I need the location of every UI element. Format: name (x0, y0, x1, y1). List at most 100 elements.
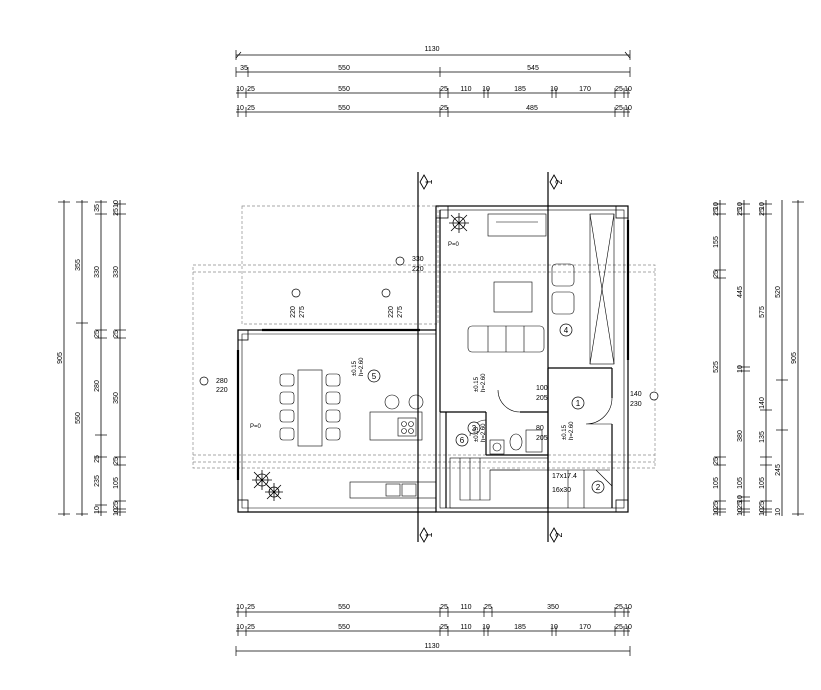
dim-bottom-r2: 10 (550, 624, 558, 631)
dim-top-r3: 550 (338, 105, 350, 112)
dim-bottom-r2: 10 (236, 624, 244, 631)
kitchen-island (369, 411, 423, 441)
stair-spec: 16x30 (552, 487, 571, 494)
dim-bottom-r1: 25 (484, 604, 492, 611)
room-number-labels: 1 2 3 4 5 6 (372, 326, 601, 492)
dim-left-c1: 355 (75, 259, 82, 271)
dim-right-c3: 140 (759, 397, 766, 409)
dim-right-c2: 105 (737, 477, 744, 489)
dim-left-c2: 25 (94, 330, 101, 338)
dim-top-r1: 35 (240, 65, 248, 72)
dim-top-r2: 170 (579, 86, 591, 93)
opening-dim: 275 (299, 306, 306, 318)
bottom-dimension-labels: 10 25 550 25 110 25 350 25 10 10 25 550 … (236, 604, 632, 650)
opening-dim: 220 (290, 306, 297, 318)
dim-left-c2: 280 (94, 380, 101, 392)
staircase (449, 457, 613, 509)
dim-bottom-r2: 110 (460, 624, 471, 631)
dim-left-c3: 25 (113, 208, 120, 216)
room-4-label: 4 (564, 326, 569, 335)
dim-bottom-r1: 10 (236, 604, 244, 611)
opening-dim: 100 (536, 385, 548, 392)
dim-bottom-r2: 185 (514, 624, 526, 631)
dim-right-c4: 245 (775, 464, 782, 476)
level-tag: h=2.60 (481, 373, 487, 392)
dim-right-c1: 155 (713, 236, 720, 248)
dim-top-r2: 185 (514, 86, 526, 93)
dim-bottom-r1: 110 (460, 604, 471, 611)
windows-and-doors (236, 213, 630, 480)
left-dimension-labels: 905 355 550 35 330 25 280 235 25 10 10 2… (57, 200, 120, 516)
dim-top-r2: 25 (440, 86, 448, 93)
opening-dim: 280 (216, 378, 228, 385)
dim-left-c3: 25 (113, 501, 120, 509)
dim-left-c1: 550 (75, 412, 82, 424)
dim-right-c4: 520 (775, 286, 782, 298)
opening-dim: 205 (536, 435, 548, 442)
furniture (279, 213, 575, 499)
dim-right-c2: 25 (737, 501, 744, 509)
dim-right-c3: 10 (759, 202, 766, 210)
opening-dimension-labels: 330 220 275 220 275 220 280 220 100 205 … (216, 256, 642, 494)
dim-right-c1: 25 (713, 501, 720, 509)
dim-top-r2: 10 (550, 86, 558, 93)
armchair (551, 263, 575, 287)
right-dimension-chain (714, 200, 804, 516)
left-dimension-chain (58, 200, 126, 516)
room-6-label: 6 (460, 436, 465, 445)
opening-dim: 205 (536, 395, 548, 402)
opening-dim: 220 (388, 306, 395, 318)
level-tag: ±0.15 (562, 424, 568, 440)
dim-right-c1: 25 (713, 457, 720, 465)
dashed-outlines (192, 205, 656, 469)
level-tag: h=2.60 (481, 423, 487, 442)
plant-icon (252, 470, 272, 490)
dim-right-c3: 575 (759, 306, 766, 318)
dim-top-r3: 25 (615, 105, 623, 112)
dim-left-c3: 25 (113, 457, 120, 465)
dim-top-r2: 550 (338, 86, 350, 93)
dim-left-c3: 25 (113, 330, 120, 338)
dim-right-c2: 10 (737, 508, 744, 516)
dim-left-c3: 105 (113, 477, 120, 489)
room-5-label: 5 (372, 372, 377, 381)
opening-dim: 220 (412, 266, 424, 273)
dim-bottom-r1: 25 (615, 604, 623, 611)
dim-bottom-r2: 170 (579, 624, 591, 631)
tv-unit (487, 213, 547, 237)
dim-left-c3: 10 (113, 508, 120, 516)
dim-bottom-r2: 550 (338, 624, 350, 631)
room-number-markers (367, 323, 605, 494)
dim-left-c2: 25 (94, 455, 101, 463)
dim-right-c3: 10 (759, 508, 766, 516)
plant-icons (252, 213, 469, 501)
dining-table (297, 369, 323, 447)
level-tag: h=2.60 (359, 357, 365, 376)
dim-top-r3: 25 (247, 105, 255, 112)
dim-right-c3: 135 (759, 431, 766, 443)
dim-right-c2: 25 (737, 208, 744, 216)
level-tag: ±0.15 (352, 360, 358, 376)
stair-spec: 17x17.4 (552, 473, 577, 480)
dim-right-c1: 525 (713, 361, 720, 373)
dim-bottom-overall: 1130 (424, 643, 439, 650)
axis-1-bottom: 1 (424, 532, 434, 537)
dim-right-c1: 105 (713, 477, 720, 489)
right-dimension-labels: 10 25 155 25 525 25 105 25 10 10 25 445 … (713, 202, 798, 516)
level-marks: P=0 P=0 ±0.15 h=2.60 ±0.15 h=2.60 ±0.15 … (250, 242, 575, 442)
level-tag: ±0.15 (474, 426, 480, 442)
dim-top-r3: 25 (440, 105, 448, 112)
bottom-dimension-chain (235, 607, 631, 656)
top-dimension-labels: 1130 35 550 545 10 25 550 25 110 10 185 … (236, 46, 632, 112)
dim-right-c1: 25 (713, 270, 720, 278)
opening-dim: 220 (216, 387, 228, 394)
dim-top-r2: 10 (236, 86, 244, 93)
coffee-table (493, 281, 533, 313)
axis-2-bottom: 2 (554, 532, 564, 537)
room-2-label: 2 (596, 483, 601, 492)
dim-right-c2: 10 (737, 495, 744, 503)
dim-top-r2: 10 (624, 86, 632, 93)
level-tag: h=2.60 (569, 421, 575, 440)
dim-bottom-r2: 25 (247, 624, 255, 631)
